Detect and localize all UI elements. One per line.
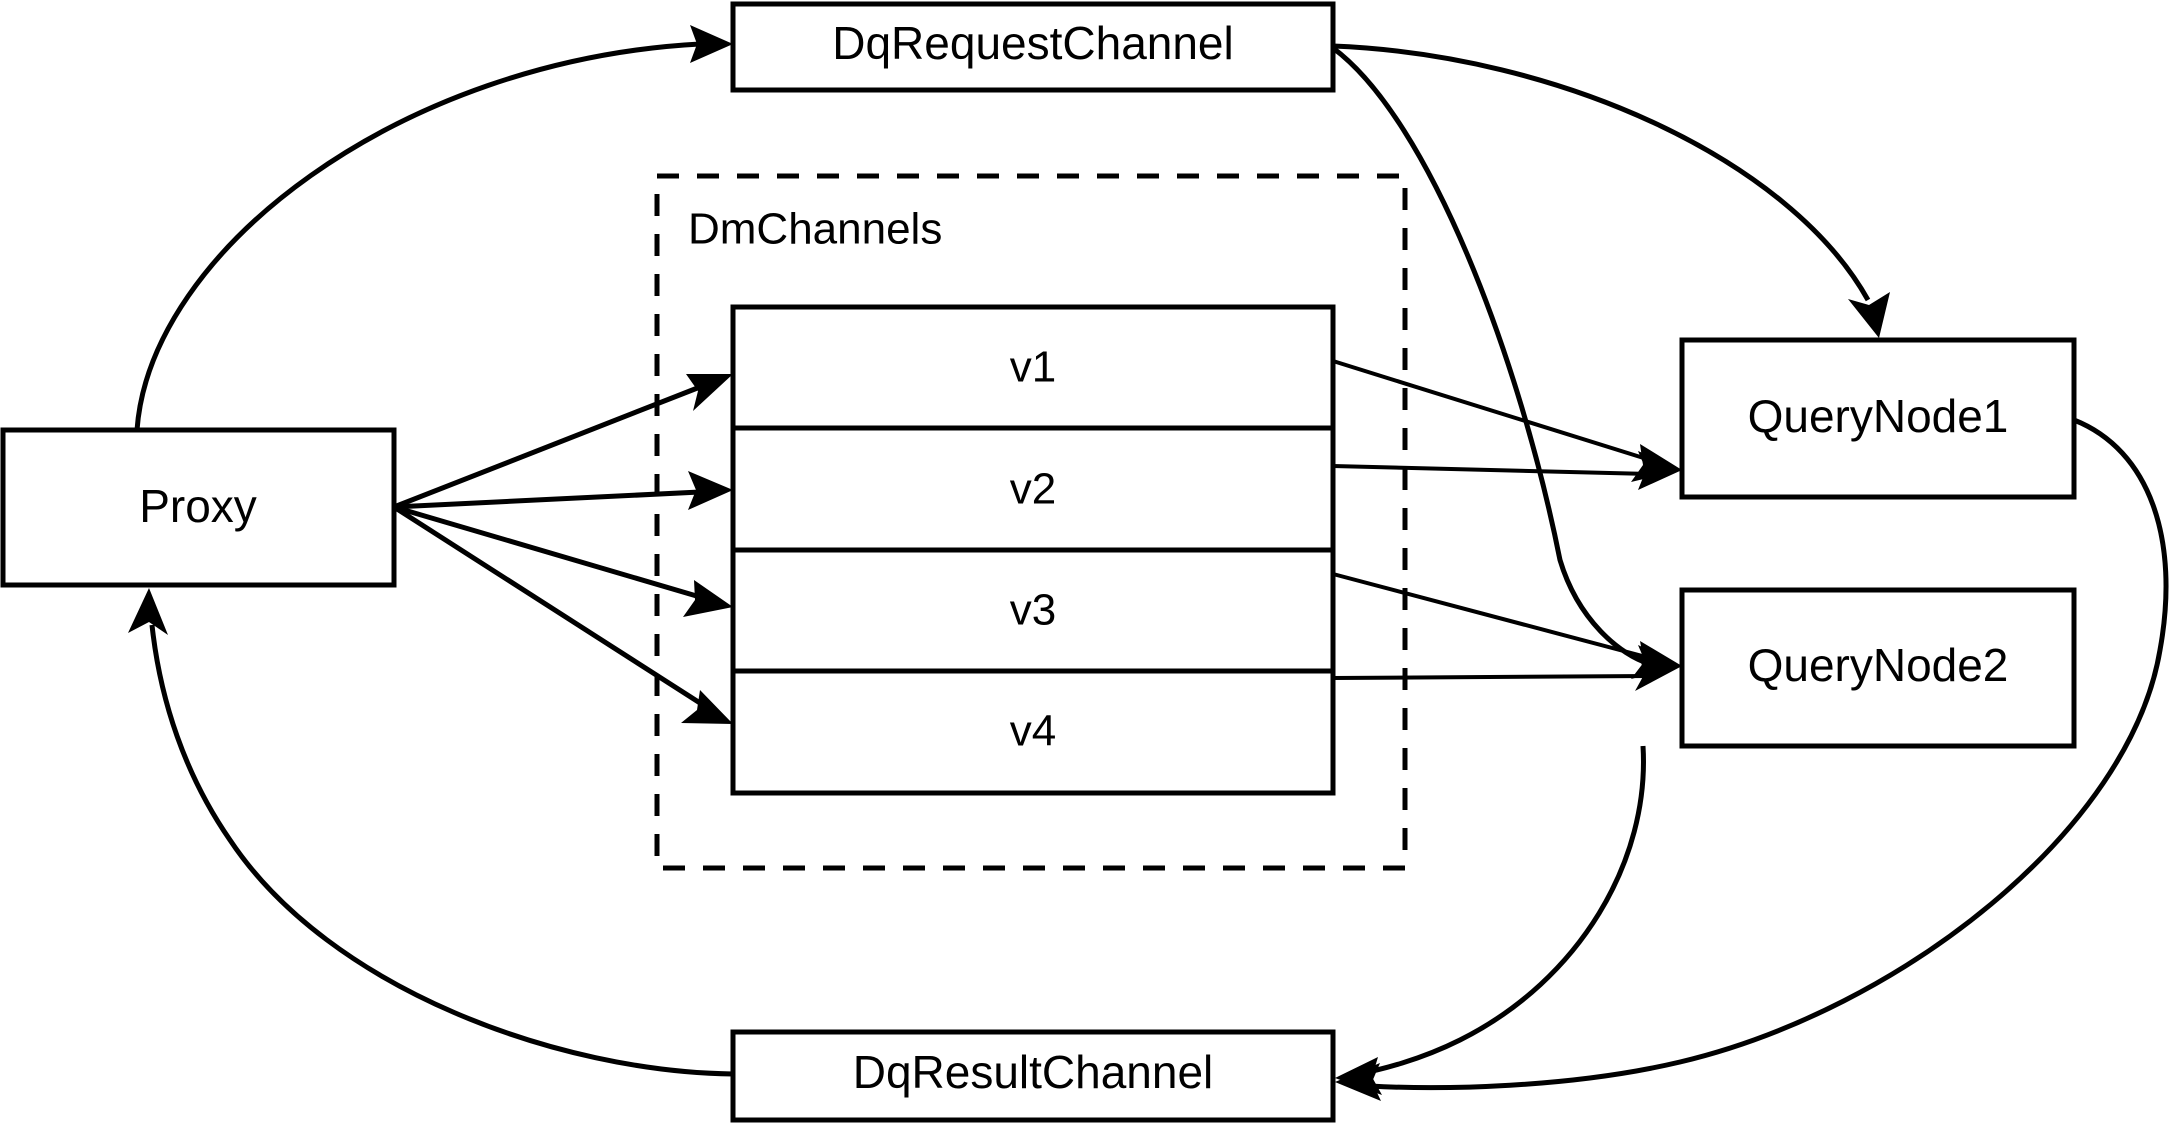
edge-dq-result-channel-to-proxy xyxy=(128,588,734,1077)
node-query-node-1-label: QueryNode1 xyxy=(1748,390,2009,442)
node-dq-result-channel[interactable]: DqResultChannel xyxy=(730,1029,1336,1123)
edge-v1-to-query-node-1 xyxy=(1332,359,1682,482)
arrowhead-icon xyxy=(1335,1057,1382,1095)
channel-item-v3[interactable]: v3 xyxy=(1010,586,1056,635)
edge-proxy-to-v2 xyxy=(393,471,733,510)
dm-channels-group-label: DmChannels xyxy=(688,205,942,254)
channel-item-v4[interactable]: v4 xyxy=(1010,707,1056,756)
node-query-node-1[interactable]: QueryNode1 xyxy=(1679,337,2077,500)
channel-item-v2[interactable]: v2 xyxy=(1010,465,1056,514)
channel-item-v1[interactable]: v1 xyxy=(1010,343,1056,392)
edge-query-node-1-to-dq-result-channel xyxy=(1335,417,2169,1101)
edge-dq-request-channel-to-query-node-2 xyxy=(1331,45,1682,686)
node-dq-result-channel-label: DqResultChannel xyxy=(853,1046,1214,1098)
edge-proxy-to-dq-request-channel xyxy=(134,25,733,431)
node-proxy[interactable]: Proxy xyxy=(0,427,397,588)
node-query-node-2-label: QueryNode2 xyxy=(1748,639,2009,691)
arrowhead-icon xyxy=(688,471,733,510)
edge-proxy-to-v3 xyxy=(393,504,733,617)
arrowhead-icon xyxy=(686,374,733,411)
arrowhead-icon xyxy=(690,25,733,63)
edge-v3-to-query-node-2 xyxy=(1332,572,1682,679)
arrowhead-icon xyxy=(1638,451,1682,490)
arrowhead-icon xyxy=(1635,655,1682,691)
node-dq-request-channel-label: DqRequestChannel xyxy=(832,17,1234,69)
arrowhead-icon xyxy=(683,580,733,617)
edge-query-node-2-to-dq-result-channel xyxy=(1335,745,1646,1095)
edge-dq-request-channel-to-query-node-1 xyxy=(1332,43,1890,338)
node-dq-request-channel[interactable]: DqRequestChannel xyxy=(730,1,1336,93)
node-query-node-2[interactable]: QueryNode2 xyxy=(1679,587,2077,749)
edge-proxy-to-v4 xyxy=(392,504,733,724)
edge-v2-to-query-node-1 xyxy=(1332,451,1682,490)
dm-channels-group: DmChannels xyxy=(654,173,1408,871)
arrowhead-icon xyxy=(681,690,733,724)
dm-channels-stack: v1 v2 v3 v4 xyxy=(730,304,1336,796)
node-proxy-label: Proxy xyxy=(139,480,257,532)
edge-v4-to-query-node-2 xyxy=(1332,655,1682,691)
arrowhead-icon xyxy=(1848,292,1890,338)
arrowhead-icon xyxy=(128,588,168,635)
edge-proxy-to-v1 xyxy=(393,374,733,510)
